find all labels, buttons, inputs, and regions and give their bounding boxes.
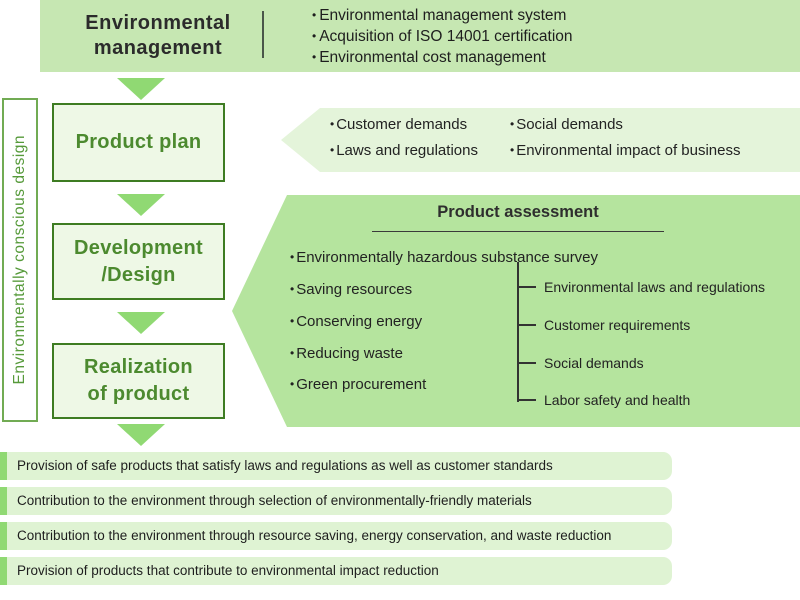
callout-item: Social demands [510,115,623,134]
down-arrow-icon [117,424,165,446]
tree-item: Labor safety and health [544,392,691,408]
assessment-bullet: Environmentally hazardous substance surv… [290,247,598,268]
tree-tick-line [517,399,536,401]
banner-item: Acquisition of ISO 14001 certification [312,26,572,47]
product-assessment-arrow: Product assessment Environmentally hazar… [232,195,800,427]
outcome-bar: Provision of products that contribute to… [0,557,672,585]
product-plan-inputs-arrow: Customer demands Laws and regulations So… [281,108,800,172]
assessment-bullet: Green procurement [290,374,426,395]
tree-branch-line [517,262,519,402]
assessment-bullet: Saving resources [290,279,412,300]
banner-item: Environmental cost management [312,47,573,68]
callout-item: Environmental impact of business [510,141,740,160]
tree-item: Environmental laws and regulations [544,279,766,295]
outcome-bar: Provision of safe products that satisfy … [0,452,672,480]
down-arrow-icon [117,78,165,100]
environmental-management-banner: Environmental management Environmental m… [40,0,800,72]
outcome-bar: Contribution to the environment through … [0,522,672,550]
down-arrow-icon [117,194,165,216]
product-assessment-title: Product assessment [372,203,664,232]
banner-bullet-list: Environmental management system Acquisit… [312,5,573,68]
divider-line [262,11,264,58]
assessment-bullet: Conserving energy [290,311,422,332]
assessment-bullet: Reducing waste [290,343,403,364]
down-arrow-icon [117,312,165,334]
callout-item: Customer demands [330,115,467,134]
banner-title: Environmental management [85,12,231,59]
tree-tick-line [517,324,536,326]
callout-item: Laws and regulations [330,141,478,160]
flow-box-development-design: Development /Design [52,223,225,300]
flow-box-realization-of-product: Realization of product [52,343,225,419]
tree-tick-line [517,286,536,288]
banner-item: Environmental management system [312,5,573,26]
outcome-bar: Contribution to the environment through … [0,487,672,515]
side-label-text: Environmentally conscious design [11,135,28,385]
environmentally-conscious-design-label-box: Environmentally conscious design [2,98,38,422]
tree-item: Customer requirements [544,317,691,333]
tree-item: Social demands [544,355,644,371]
flow-box-product-plan: Product plan [52,103,225,182]
tree-tick-line [517,362,536,364]
